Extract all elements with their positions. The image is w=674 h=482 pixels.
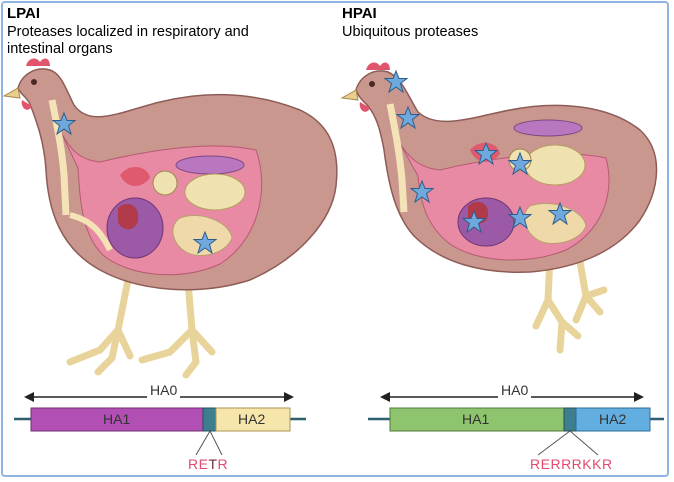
hpai-ha1-label: HA1 bbox=[462, 411, 490, 427]
hpai-ha0-diagram bbox=[368, 392, 664, 456]
lpai-ha0-label: HA0 bbox=[147, 382, 181, 398]
lpai-cleavage-site bbox=[202, 407, 217, 432]
hpai-chicken-legs bbox=[532, 251, 608, 354]
hpai-subtitle: Ubiquitous proteases bbox=[342, 24, 479, 40]
hpai-ha2-label: HA2 bbox=[599, 411, 627, 427]
lpai-subtitle-line2: intestinal organs bbox=[7, 41, 113, 57]
hpai-cleavage-sequence: RERRRKKR bbox=[530, 456, 613, 472]
lpai-subtitle-line1: Proteases localized in respiratory and bbox=[7, 24, 249, 40]
lpai-ha0-diagram bbox=[14, 392, 306, 456]
hpai-chicken bbox=[340, 62, 658, 354]
lpai-chicken-legs bbox=[66, 276, 216, 379]
hpai-cleavage-part-2: RRRKK bbox=[550, 456, 602, 472]
lpai-cleavage-sequence: RETR bbox=[188, 456, 228, 472]
hpai-cleavage-part-1: RE bbox=[530, 456, 551, 472]
lpai-ha2-label: HA2 bbox=[238, 411, 266, 427]
lpai-cleavage-part-2: T bbox=[208, 456, 218, 472]
hpai-title: HPAI bbox=[342, 5, 377, 22]
hpai-ha2-segment bbox=[575, 407, 651, 432]
hpai-ha0-label: HA0 bbox=[498, 382, 532, 398]
hpai-cleavage-part-3: R bbox=[601, 456, 613, 472]
lpai-title: LPAI bbox=[7, 5, 41, 22]
lpai-cleavage-part-3: R bbox=[217, 456, 229, 472]
lpai-ha1-label: HA1 bbox=[103, 411, 131, 427]
lpai-ha2-segment bbox=[215, 407, 291, 432]
hpai-cleavage-site bbox=[563, 407, 577, 432]
lpai-chicken bbox=[2, 58, 338, 379]
lpai-cleavage-part-1: RE bbox=[188, 456, 209, 472]
